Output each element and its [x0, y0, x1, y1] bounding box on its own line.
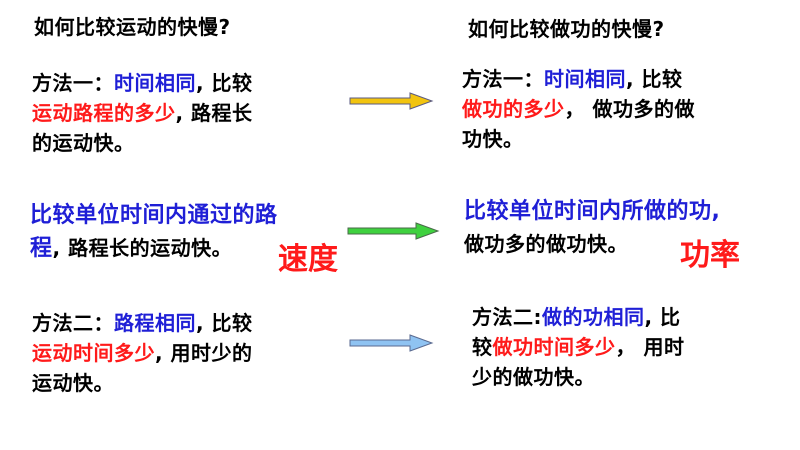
right-unit-method: 比较单位时间内所做的功, 做功多的做功快。 [464, 196, 720, 260]
arrow-yellow-icon [349, 92, 434, 110]
right-unit-text2: 做功多的做功快。 [464, 232, 628, 256]
right-m1-end: 功快。 [462, 127, 524, 151]
right-unit-text1: 比较单位时间内所做的功, [464, 199, 721, 224]
left-m1-label: 方法一： [32, 71, 114, 95]
arrow-blue-icon [349, 334, 434, 352]
right-m1-criterion: 做功的多少 [462, 97, 565, 121]
right-title: 如何比较做功的快慢? [468, 14, 665, 44]
left-method2-line1: 方法二：路程相同, 比较 [32, 308, 253, 338]
left-unit-line1: 比较单位时间内通过的路 [30, 200, 278, 232]
right-method1-line3: 功快。 [462, 124, 695, 154]
right-method2-line2: 较做功时间多少， 用时 [472, 332, 684, 362]
right-m1-rule: ， 做功多的做 [564, 97, 695, 121]
right-title-text: 如何比较做功的快慢? [468, 17, 665, 41]
right-term-power: 功率 [680, 238, 740, 273]
left-method1-line2: 运动路程的多少, 路程长 [32, 98, 253, 128]
left-title-text: 如何比较运动的快慢? [34, 15, 231, 39]
right-m1-compare: , 比较 [626, 67, 683, 91]
left-method1-line3: 的运动快。 [32, 128, 253, 158]
left-m2-criterion: 运动时间多少 [32, 341, 155, 365]
left-method1: 方法一：时间相同, 比较 运动路程的多少, 路程长 的运动快。 [32, 68, 253, 158]
left-m2-label: 方法二： [32, 311, 114, 335]
right-method2: 方法二:做的功相同, 比 较做功时间多少， 用时 少的做功快。 [472, 302, 684, 392]
left-m1-compare: , 比较 [196, 71, 253, 95]
left-m1-criterion: 运动路程的多少 [32, 101, 176, 125]
left-unit-text1: 比较单位时间内通过的路 [30, 203, 278, 228]
right-method1: 方法一：时间相同, 比较 做功的多少， 做功多的做 功快。 [462, 64, 695, 154]
right-m2-rule: ， 用时 [615, 335, 685, 359]
right-m1-condition: 时间相同 [544, 67, 626, 91]
right-m2-cont: 较 [472, 335, 493, 359]
left-unit-text2: 程 [30, 236, 53, 261]
right-m1-label: 方法一： [462, 67, 544, 91]
left-unit-line2: 程, 路程长的运动快。 [30, 232, 278, 265]
right-m2-condition: 做的功相同 [542, 305, 645, 329]
left-m2-compare: , 比较 [196, 311, 253, 335]
left-method2-line3: 运动快。 [32, 368, 253, 398]
left-m1-rule: , 路程长 [175, 101, 253, 125]
left-m2-end: 运动快。 [32, 371, 114, 395]
left-method1-line1: 方法一：时间相同, 比较 [32, 68, 253, 98]
left-method2: 方法二：路程相同, 比较 运动时间多少, 用时少的 运动快。 [32, 308, 253, 398]
right-method1-line1: 方法一：时间相同, 比较 [462, 64, 695, 94]
right-method1-line2: 做功的多少， 做功多的做 [462, 94, 695, 124]
right-method2-line3: 少的做功快。 [472, 362, 684, 392]
left-method2-line2: 运动时间多少, 用时少的 [32, 338, 253, 368]
left-m2-condition: 路程相同 [114, 311, 196, 335]
left-term-speed: 速度 [278, 242, 338, 277]
left-unit-method: 比较单位时间内通过的路 程, 路程长的运动快。 [30, 200, 278, 265]
right-m2-end: 少的做功快。 [472, 365, 595, 389]
right-unit-line2: 做功多的做功快。 [464, 228, 720, 260]
right-unit-line1: 比较单位时间内所做的功, [464, 196, 720, 228]
left-m2-rule: , 用时少的 [155, 341, 253, 365]
right-m2-criterion: 做功时间多少 [492, 335, 616, 359]
left-unit-text3: , 路程长的运动快。 [52, 236, 233, 260]
right-m2-compare: , 比 [644, 305, 681, 329]
left-title: 如何比较运动的快慢? [34, 12, 231, 42]
right-m2-label: 方法二: [472, 305, 542, 329]
left-m1-condition: 时间相同 [114, 71, 196, 95]
right-method2-line1: 方法二:做的功相同, 比 [472, 302, 684, 332]
left-m1-end: 的运动快。 [32, 131, 135, 155]
arrow-green-icon [347, 222, 440, 240]
